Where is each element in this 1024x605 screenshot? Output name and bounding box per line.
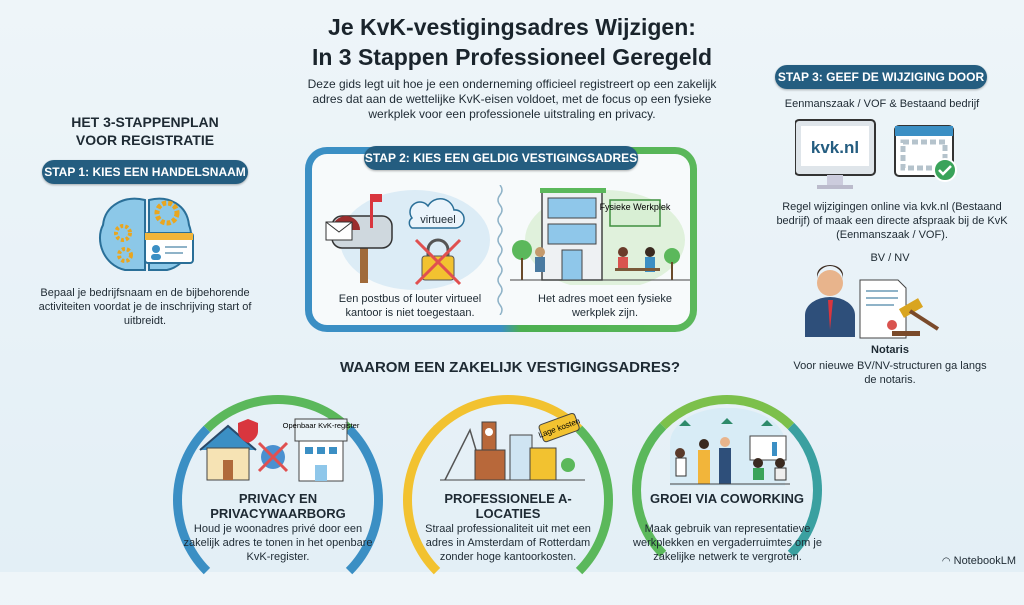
locations-title: PROFESSIONELE A-LOCATIES	[444, 491, 572, 521]
coworking-title: GROEI VIA COWORKING	[649, 491, 805, 506]
step3-text: Regel wijzigingen online via kvk.nl (Bes…	[776, 201, 1008, 241]
coworking-arc	[632, 395, 822, 585]
brand-text: NotebookLM	[953, 555, 1016, 567]
notary-title: Notaris	[871, 344, 909, 356]
notebooklm-logo-icon: ◠	[941, 555, 951, 567]
step2-left-text: Een postbus of louter virtueel kantoor i…	[338, 293, 482, 319]
brain-gears-id-card-icon	[99, 197, 194, 271]
intro-text: Deze gids legt uit hoe je een ondernemin…	[307, 77, 717, 121]
register-sign: Openbaar KvK-register	[283, 421, 360, 430]
notary-document-gavel-icon	[805, 265, 940, 339]
office-building-physical-workplace-icon: Fysieke Werkplek	[510, 188, 690, 285]
locations-text: Straal professionaliteit uit met een adr…	[425, 523, 591, 563]
plan-heading: HET 3-STAPPENPLAN VOOR REGISTRATIE	[45, 113, 245, 149]
plan-heading-2: VOOR REGISTRATIE	[75, 132, 215, 148]
title-line-2: In 3 Stappen Professioneel Geregeld	[311, 44, 713, 70]
wavy-divider	[497, 185, 503, 315]
step2-right-text: Het adres moet een fysieke werkplek zijn…	[538, 293, 672, 319]
locations-arc	[403, 395, 613, 605]
step3-pill: STAP 3: GEEF DE WIJZIGING DOOR	[775, 65, 987, 89]
notebooklm-brand: ◠NotebookLM	[942, 555, 1016, 567]
privacy-text: Houd je woonadres privé door een zakelij…	[183, 523, 373, 563]
why-heading: WAAROM EEN ZAKELIJK VESTIGINGSADRES?	[339, 359, 681, 376]
plan-heading-1: HET 3-STAPPENPLAN	[71, 114, 219, 130]
coworking-text: Maak gebruik van representatieve werkple…	[633, 523, 822, 563]
sign-label: Fysieke Werkplek	[600, 202, 671, 212]
city-skyline-low-cost-icon: Lage kosten	[440, 412, 585, 481]
privacy-arc	[173, 395, 383, 605]
privacy-title: PRIVACY EN PRIVACYWAARBORG	[210, 491, 346, 521]
kvk-website-calendar-icon: kvk.nl	[795, 119, 957, 189]
step3-subtitle: Eenmanszaak / VOF & Bestaand bedrijf	[784, 98, 980, 110]
title-line-1: Je KvK-vestigingsadres Wijzigen:	[328, 14, 696, 40]
screen-text: kvk.nl	[811, 138, 859, 157]
coworking-people-icon	[670, 408, 790, 486]
bv-nv-label: BV / NV	[870, 252, 910, 264]
step1-pill: STAP 1: KIES EEN HANDELSNAAM	[42, 160, 248, 184]
notary-text: Voor nieuwe BV/NV-structuren ga langs de…	[793, 360, 987, 386]
step1-text: Bepaal je bedrijfsnaam en de bijbehorend…	[38, 287, 252, 327]
step2-pill: STAP 2: KIES EEN GELDIG VESTIGINGSADRES	[364, 146, 638, 170]
house-privacy-register-icon: Openbaar KvK-register	[199, 418, 360, 482]
cloud-label: virtueel	[420, 214, 455, 226]
page-title: Je KvK-vestigingsadres Wijzigen: In 3 Sta…	[200, 12, 824, 72]
mailbox-virtual-office-forbidden-icon: virtueel	[325, 190, 490, 290]
